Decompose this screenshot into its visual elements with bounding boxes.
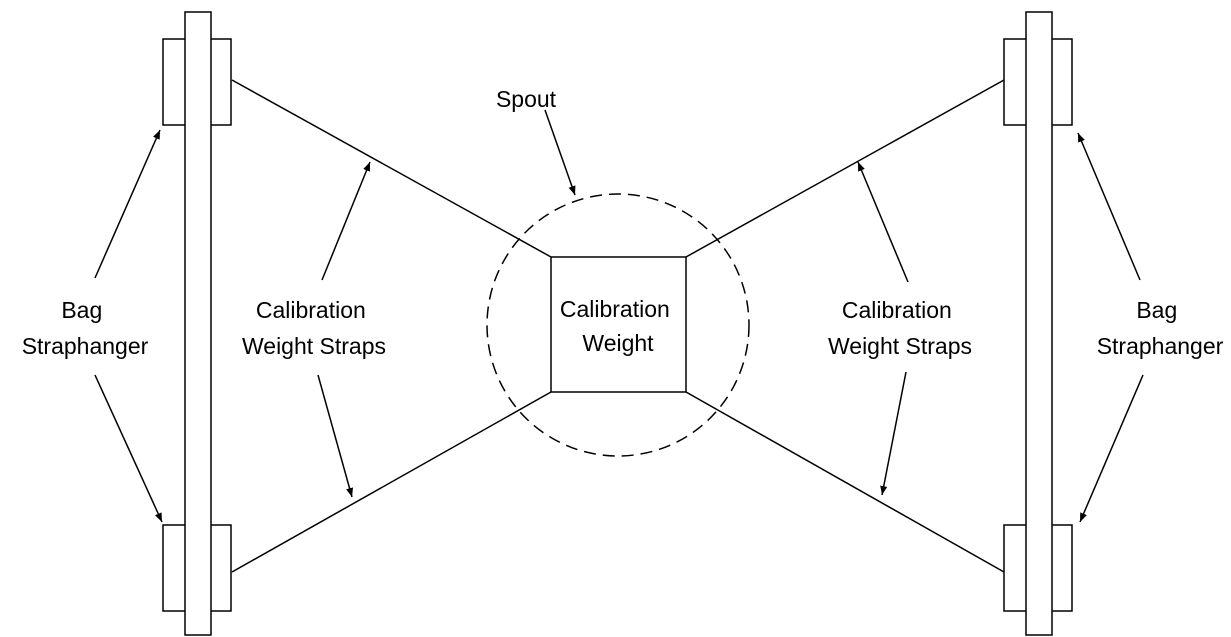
strap-lower-left bbox=[231, 391, 552, 573]
right-straphanger-label: Bag Straphanger bbox=[1097, 297, 1224, 359]
calibration-weight-label-line-1: Calibration bbox=[560, 296, 670, 322]
calibration-weight-label-line-2: Weight bbox=[582, 330, 654, 356]
arrow-right-straps-up bbox=[857, 161, 909, 283]
right-straphanger-label-line-2: Straphanger bbox=[1097, 333, 1224, 359]
arrow-right-straps-down bbox=[880, 371, 907, 496]
right-straphanger-label-line-1: Bag bbox=[1136, 297, 1177, 323]
strap-lower-right bbox=[685, 391, 1005, 573]
arrow-left-straphanger-down bbox=[94, 374, 163, 523]
left-straphanger-label-line-1: Bag bbox=[61, 297, 102, 323]
arrow-left-straps-down bbox=[317, 374, 354, 498]
left-straphanger-bar bbox=[184, 11, 212, 636]
strap-upper-right bbox=[685, 79, 1005, 258]
calibration-weight-label: Calibration Weight bbox=[560, 296, 676, 356]
arrow-left-straps-up bbox=[321, 161, 371, 281]
strap-upper-left bbox=[231, 79, 552, 258]
right-weight-straps-label-line-1: Calibration bbox=[842, 297, 952, 323]
calibration-weight-box bbox=[550, 256, 687, 393]
spout-label: Spout bbox=[496, 86, 557, 112]
right-weight-straps-label: Calibration Weight Straps bbox=[828, 297, 972, 359]
left-weight-straps-label: Calibration Weight Straps bbox=[242, 297, 386, 359]
left-weight-straps-label-line-2: Weight Straps bbox=[242, 333, 386, 359]
left-weight-straps-label-line-1: Calibration bbox=[256, 297, 366, 323]
arrow-spout bbox=[544, 109, 576, 196]
arrow-left-straphanger-up bbox=[94, 129, 161, 279]
left-straphanger-label: Bag Straphanger bbox=[22, 297, 149, 359]
left-straphanger-label-line-2: Straphanger bbox=[22, 333, 149, 359]
arrow-right-straphanger-down bbox=[1079, 374, 1144, 523]
arrow-right-straphanger-up bbox=[1077, 132, 1141, 281]
right-straphanger-bar bbox=[1025, 11, 1053, 636]
spout-circle bbox=[486, 193, 750, 457]
right-weight-straps-label-line-2: Weight Straps bbox=[828, 333, 972, 359]
